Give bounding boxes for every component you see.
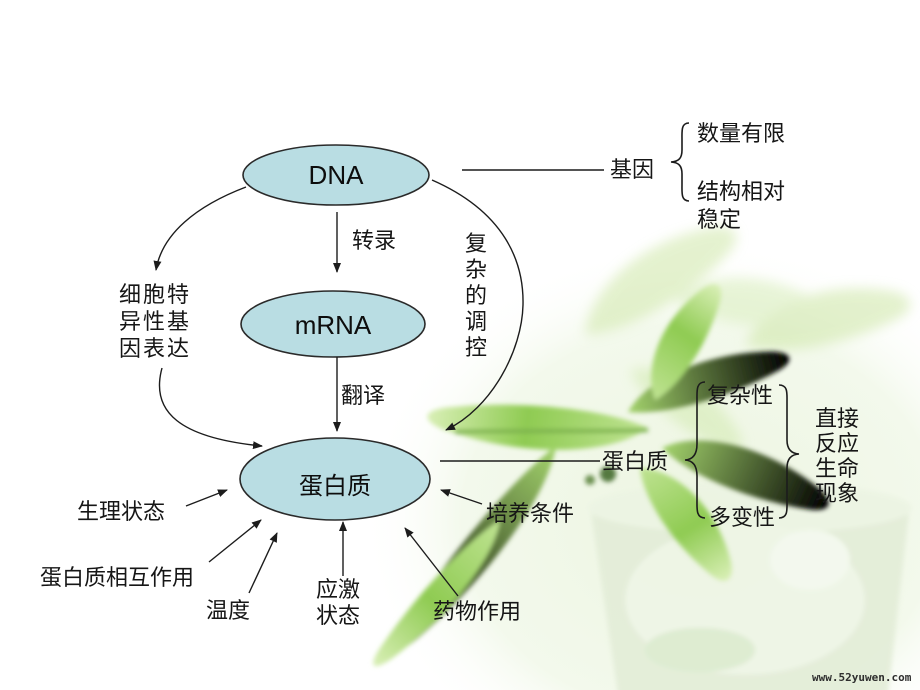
- protein-item-variability: 多变性: [709, 505, 776, 530]
- protein-conclusion-label: 直接 反应 生命 现象: [815, 406, 860, 506]
- gene-label: 基因: [610, 157, 655, 182]
- watermark: www.52yuwen.com: [812, 671, 912, 684]
- factor-arrow-temperature: [248, 532, 278, 594]
- mrna-node-label: mRNA: [294, 310, 372, 340]
- factor-stress-label: 应激 状态: [315, 577, 360, 628]
- cell-expression-label: 细胞特 异性基 因表达: [119, 282, 192, 361]
- factor-arrow-physiological: [185, 489, 228, 507]
- protein-item-complexity: 复杂性: [707, 383, 774, 408]
- gene-item-quantity: 数量有限: [697, 121, 786, 146]
- factor-temperature-label: 温度: [206, 598, 251, 623]
- berry: [600, 466, 616, 482]
- cell-expression-curve-bottom: [158, 367, 263, 450]
- factor-drug-label: 药物作用: [433, 599, 522, 624]
- dna-ellipse: [242, 144, 430, 206]
- factor-culture-label: 培养条件: [486, 501, 575, 526]
- factor-arrow-drug: [404, 527, 459, 597]
- transcription-label: 转录: [352, 228, 397, 253]
- protein-ellipse: [239, 437, 431, 521]
- protein-node-label: 蛋白质: [299, 473, 371, 500]
- gene-item-structure: 结构相对 稳定: [697, 179, 786, 232]
- gene-brace: [670, 122, 690, 202]
- factor-arrow-culture: [440, 489, 483, 505]
- factor-physiological-label: 生理状态: [77, 499, 166, 524]
- protein-brace-right: [778, 384, 800, 519]
- regulation-label: 复 杂 的 调 控: [464, 231, 487, 360]
- leaf-cluster: [361, 275, 837, 675]
- protein-annotation-label: 蛋白质: [602, 449, 669, 474]
- berry: [585, 475, 595, 485]
- mrna-ellipse: [240, 290, 426, 358]
- protein-brace-left: [684, 381, 706, 519]
- cell-expression-curve-top: [153, 186, 247, 271]
- factor-interaction-label: 蛋白质相互作用: [40, 565, 195, 590]
- translation-label: 翻译: [341, 383, 386, 408]
- regulation-curve: [431, 179, 524, 431]
- leaf-midrib: [454, 428, 649, 434]
- dna-node-label: DNA: [308, 160, 364, 190]
- factor-arrow-interaction: [208, 519, 262, 563]
